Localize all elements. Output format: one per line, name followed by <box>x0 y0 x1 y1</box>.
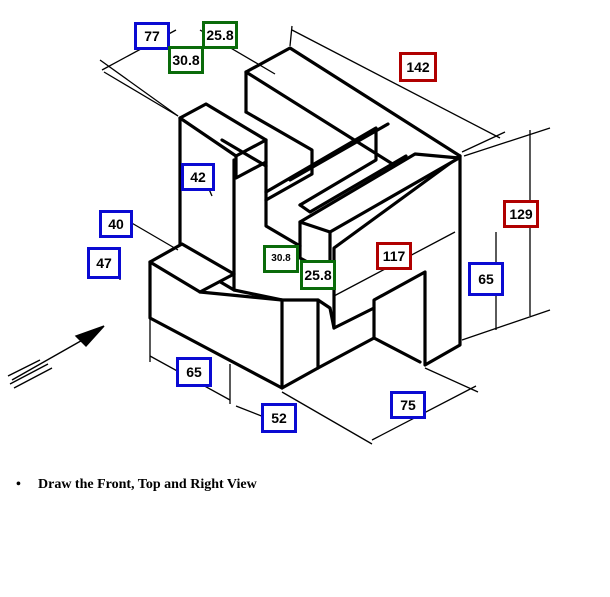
channel-line-3 <box>298 154 408 214</box>
dim-label-117: 117 <box>376 242 412 270</box>
dim-label-25-8-top: 25.8 <box>202 21 238 49</box>
dimension-lines <box>99 25 551 445</box>
base-top-face <box>148 242 236 294</box>
dim-label-77: 77 <box>134 22 170 50</box>
base-slot-edge <box>232 288 284 302</box>
dim-label-75: 75 <box>390 391 426 419</box>
dim-label-30-8-top: 30.8 <box>168 46 204 74</box>
dim-label-52: 52 <box>261 403 297 433</box>
inner-step-lines <box>244 110 314 202</box>
bullet-icon: • <box>16 477 21 492</box>
dim-label-25-8-mid: 25.8 <box>300 260 336 290</box>
ext-line-75-b <box>424 367 479 393</box>
dim-label-129: 129 <box>503 200 539 228</box>
base-right-foot <box>316 336 376 370</box>
dim-line-40 <box>129 221 179 251</box>
ext-line-75-a <box>281 391 373 445</box>
dim-label-42: 42 <box>181 163 215 191</box>
base-gap-lines <box>372 306 422 364</box>
inner-step-lines-2 <box>220 138 268 168</box>
dim-label-65-front: 65 <box>176 357 212 387</box>
isometric-drawing <box>7 25 551 445</box>
ext-line-142-a <box>289 25 293 47</box>
ext-line-129-top <box>463 127 551 157</box>
dim-label-40: 40 <box>99 210 133 238</box>
ext-line-129-bot <box>461 309 551 341</box>
instruction-text: Draw the Front, Top and Right View <box>38 477 257 492</box>
dim-line-142 <box>291 29 501 139</box>
front-l-top-face <box>298 152 461 234</box>
left-upright-step <box>234 154 302 248</box>
dim-label-65-right: 65 <box>468 262 504 296</box>
dim-label-30-8-mid: 30.8 <box>263 245 299 273</box>
ext-line-77-a <box>99 59 179 117</box>
object-outline <box>148 46 462 390</box>
base-lower-edge <box>316 298 336 330</box>
dim-line-77-b <box>103 71 179 117</box>
ext-line-142-b <box>461 131 506 153</box>
left-upright-top-face <box>178 102 268 158</box>
base-right-face <box>280 298 320 390</box>
instruction-line: • Draw the Front, Top and Right View <box>16 477 257 493</box>
dim-label-142: 142 <box>399 52 437 82</box>
dim-label-47: 47 <box>87 247 121 279</box>
viewing-direction-arrow-icon <box>7 325 105 389</box>
channel-line-1 <box>264 126 378 207</box>
channel-line-2 <box>288 122 390 182</box>
